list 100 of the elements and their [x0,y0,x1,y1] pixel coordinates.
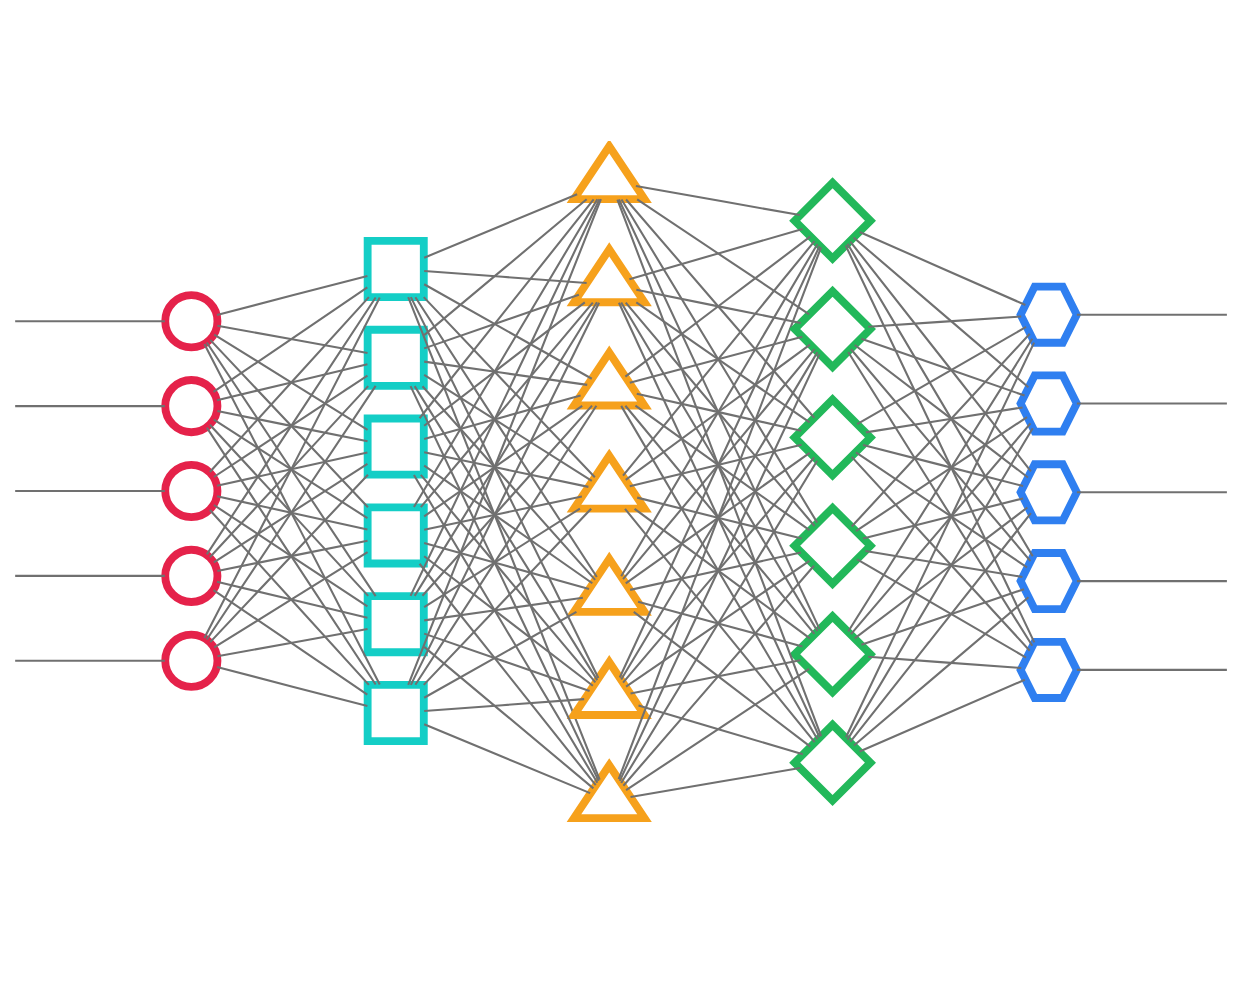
connector [622,564,815,786]
connector [618,245,821,678]
connector [15,404,165,407]
connector [209,423,369,597]
connector [1076,490,1227,493]
connector [418,562,597,786]
connector [844,244,1036,643]
connector [624,301,816,527]
connector [213,550,369,648]
connector [625,559,810,688]
node-hexagon [1016,371,1082,435]
connector [423,198,588,336]
connector [423,373,593,482]
connector [217,324,368,354]
connector [213,462,368,563]
node-box [363,591,428,656]
connector [413,198,599,508]
connector [213,503,369,607]
node-diamond [789,718,876,806]
connector [634,404,811,531]
connector [624,404,816,635]
connector [15,319,165,322]
connector [635,184,801,216]
connector [616,198,823,736]
connector [862,496,1024,540]
connector [854,343,1029,478]
connector [203,296,381,638]
connector [622,456,815,683]
connector [624,507,816,743]
connector [423,393,581,440]
connector [845,341,1036,738]
connector [205,341,377,597]
connector [636,392,802,432]
connector [624,235,811,377]
node-hexagon [1016,459,1082,524]
node-diamond [789,610,876,698]
connector [850,332,1031,527]
connector [859,678,1026,752]
connector [622,240,816,476]
connector [216,494,368,530]
connector [424,697,585,712]
connector [854,506,1029,639]
connector [424,360,588,386]
connector [217,409,368,442]
connector [1076,668,1227,671]
connector [407,296,601,780]
connector [618,198,821,630]
connector [850,422,1032,635]
connector [849,240,1032,472]
connector [422,295,596,478]
connector [625,451,811,584]
connector [1076,313,1227,316]
node-box [363,414,428,479]
connector [1076,401,1227,405]
connector [852,236,1030,388]
connector [846,427,1034,740]
connector [855,415,1028,532]
connector [418,198,595,419]
connector [856,325,1027,425]
connector [861,337,1025,397]
connector [620,351,819,680]
connector [1076,579,1227,582]
connector [868,314,1022,328]
node-diamond [789,393,876,481]
connector [216,362,368,401]
connector [850,348,1032,562]
connector [209,384,369,558]
connector [423,494,583,531]
node-hexagon [1016,282,1082,347]
connector [216,451,368,487]
connector [629,227,803,280]
connector [865,549,1023,578]
connector [423,301,586,427]
connector [213,374,369,478]
connector [849,512,1032,743]
connector [423,610,577,699]
connector [407,198,602,685]
connector [423,645,595,789]
connector [423,450,589,488]
connector [213,418,368,519]
node-diamond [789,285,876,372]
connector [423,554,594,687]
connector [423,507,581,608]
connector [217,627,368,657]
connector [423,722,591,794]
connector [216,580,368,619]
connector [855,450,1028,568]
connector [850,455,1031,651]
connector [633,507,811,639]
connector [629,443,802,487]
connector [636,197,810,315]
connector [423,293,580,349]
connector [638,704,804,755]
connector [630,766,801,798]
connector [625,198,816,418]
node-triangle [566,654,652,719]
connector [424,596,584,621]
node-triangle [566,345,652,409]
connector [209,295,370,473]
connector [630,658,801,694]
